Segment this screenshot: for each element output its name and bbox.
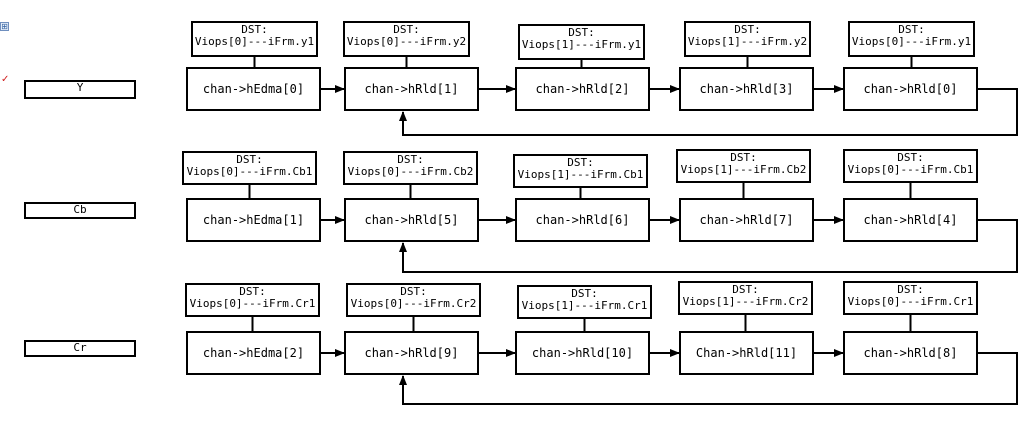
row-label: Cr [24,340,136,357]
channel-node: Chan->hRld[11] [679,331,814,375]
channel-node: chan->hRld[10] [515,331,650,375]
row-label: Cb [24,202,136,219]
dst-title: DST: [241,23,268,36]
channel-node: chan->hRld[4] [843,198,978,242]
dst-target: Viops[0]---iFrm.Cb2 [347,165,474,178]
channel-node: chan->hRld[2] [515,67,650,111]
dst-title: DST: [239,285,266,298]
dst-box: DST:Viops[0]---iFrm.Cb1 [182,151,317,185]
dst-target: Viops[0]---iFrm.Cr1 [189,297,316,310]
dst-box: DST:Viops[0]---iFrm.y1 [848,21,975,57]
channel-node: chan->hRld[3] [679,67,814,111]
channel-node: chan->hRld[8] [843,331,978,375]
checkmark-icon: ✓ [1,74,10,85]
dst-box: DST:Viops[0]---iFrm.Cr1 [185,283,320,317]
dst-box: DST:Viops[1]---iFrm.Cr1 [517,285,652,319]
dst-title: DST: [393,23,420,36]
channel-node: chan->hRld[1] [344,67,479,111]
loop-back-arrow [399,88,1018,136]
dst-target: Viops[1]---iFrm.Cr2 [682,295,809,308]
dst-box: DST:Viops[0]---iFrm.Cr1 [843,281,978,315]
dst-box: DST:Viops[0]---iFrm.Cb1 [843,149,978,183]
dst-target: Viops[0]---iFrm.Cb1 [186,165,313,178]
row-label: Y [24,80,136,99]
channel-node: chan->hRld[0] [843,67,978,111]
dst-box: DST:Viops[1]---iFrm.Cb2 [676,149,811,183]
dst-title: DST: [734,23,761,36]
dst-target: Viops[1]---iFrm.y2 [687,35,808,48]
dst-box: DST:Viops[1]---iFrm.y2 [684,21,811,57]
channel-node: chan->hEdma[2] [186,331,321,375]
dst-title: DST: [898,23,925,36]
dst-target: Viops[0]---iFrm.y1 [194,35,315,48]
dst-box: DST:Viops[1]---iFrm.y1 [518,24,645,60]
dst-target: Viops[0]---iFrm.Cr2 [350,297,477,310]
dst-title: DST: [571,287,598,300]
channel-node: chan->hRld[5] [344,198,479,242]
channel-node: chan->hRld[7] [679,198,814,242]
dst-box: DST:Viops[0]---iFrm.y2 [343,21,470,57]
dst-target: Viops[1]---iFrm.y1 [521,38,642,51]
dst-target: Viops[0]---iFrm.y1 [851,35,972,48]
dst-target: Viops[1]---iFrm.Cb2 [680,163,807,176]
dst-title: DST: [400,285,427,298]
expand-icon[interactable]: ⊞ [0,22,9,31]
dst-target: Viops[0]---iFrm.y2 [346,35,467,48]
dst-box: DST:Viops[0]---iFrm.Cr2 [346,283,481,317]
dst-target: Viops[0]---iFrm.Cr1 [847,295,974,308]
dst-target: Viops[0]---iFrm.Cb1 [847,163,974,176]
dst-box: DST:Viops[0]---iFrm.y1 [191,21,318,57]
dst-title: DST: [730,151,757,164]
channel-node: chan->hEdma[0] [186,67,321,111]
dst-title: DST: [897,283,924,296]
dst-title: DST: [567,156,594,169]
dst-title: DST: [568,26,595,39]
dst-box: DST:Viops[1]---iFrm.Cr2 [678,281,813,315]
channel-node: chan->hEdma[1] [186,198,321,242]
dst-title: DST: [897,151,924,164]
dst-target: Viops[1]---iFrm.Cr1 [521,299,648,312]
dst-box: DST:Viops[1]---iFrm.Cb1 [513,154,648,188]
dst-title: DST: [732,283,759,296]
channel-node: chan->hRld[6] [515,198,650,242]
loop-back-arrow [399,219,1018,273]
channel-node: chan->hRld[9] [344,331,479,375]
loop-back-arrow [399,352,1018,405]
dst-target: Viops[1]---iFrm.Cb1 [517,168,644,181]
dst-box: DST:Viops[0]---iFrm.Cb2 [343,151,478,185]
dst-title: DST: [397,153,424,166]
dst-title: DST: [236,153,263,166]
